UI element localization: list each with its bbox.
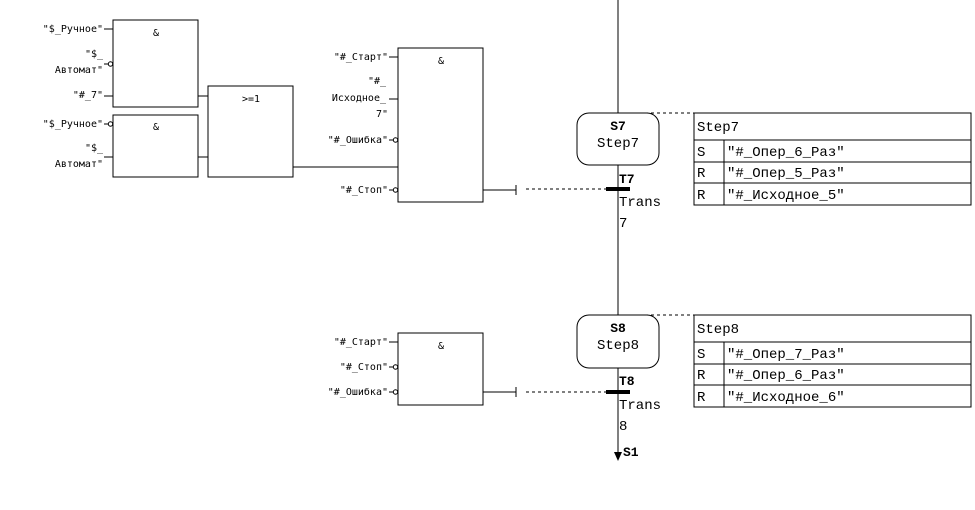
transition-t8-bar <box>606 390 630 394</box>
action-block-step7[interactable]: Step7 S "#_Опер_6_Раз" R "#_Опер_5_Раз" … <box>693 112 972 206</box>
action-step7-header: Step7 <box>697 120 739 136</box>
and1-negation-2 <box>107 61 114 67</box>
and3-input-iskhodnoe-l3: 7" <box>376 109 388 120</box>
and-block-2[interactable]: & <box>112 114 199 178</box>
action-step8-header: Step8 <box>697 322 739 338</box>
and-block-2-symbol: & <box>153 122 159 133</box>
action-step8-row2-qualifier: R <box>697 368 706 384</box>
action-step8-row1-qualifier: S <box>697 347 705 363</box>
and-block-3-symbol: & <box>438 56 444 67</box>
transition-t8[interactable]: T8 Trans 8 <box>606 374 661 435</box>
and4-negation-2 <box>392 364 399 370</box>
transition-t8-name-l1: Trans <box>619 398 661 414</box>
transition-t7-name-l1: Trans <box>619 195 661 211</box>
and3-input-oshibka: "#_Ошибка" <box>328 134 388 146</box>
action-step7-row1-operand: "#_Опер_6_Раз" <box>727 145 845 161</box>
action-step7-row3-qualifier: R <box>697 188 706 204</box>
transition-t7[interactable]: T7 Trans 7 <box>606 172 661 232</box>
and1-input-ruchnoe: "$_Ручное" <box>43 24 103 35</box>
transition-t7-name-l2: 7 <box>619 216 627 232</box>
and3-input-stop: "#_Стоп" <box>340 185 388 196</box>
and2-input-ruchnoe: "$_Ручное" <box>43 119 103 130</box>
transition-t7-bar <box>606 187 630 191</box>
step-s7-id: S7 <box>610 119 626 134</box>
jump-arrow-icon <box>614 452 622 461</box>
and-block-4-symbol: & <box>438 341 444 352</box>
and4-input-oshibka: "#_Ошибка" <box>328 386 388 398</box>
and4-input-start: "#_Старт" <box>334 337 388 348</box>
and-block-1[interactable]: & <box>112 19 199 108</box>
action-step7-row3-operand: "#_Исходное_5" <box>727 188 845 204</box>
and3-negation-3 <box>392 137 399 143</box>
action-step8-row2-operand: "#_Опер_6_Раз" <box>727 368 845 384</box>
action-step7-row2-qualifier: R <box>697 166 706 182</box>
step-s8[interactable]: S8 Step8 <box>576 314 660 369</box>
and-block-4[interactable]: & <box>397 332 484 406</box>
and1-input-avtomat-l2: Автомат" <box>55 65 103 76</box>
transition-t8-name-l2: 8 <box>619 419 627 435</box>
and1-input-avtomat-l1: "$_ <box>85 49 104 60</box>
and3-input-iskhodnoe-l2: Исходное_ <box>332 93 387 104</box>
and4-negation-3 <box>392 389 399 395</box>
step-s7[interactable]: S7 Step7 <box>576 112 660 166</box>
step-s8-id: S8 <box>610 321 626 336</box>
or-block[interactable]: >=1 <box>207 85 294 178</box>
and-block-3[interactable]: & <box>397 47 484 203</box>
and1-input-7: "#_7" <box>73 90 103 101</box>
transition-t7-id: T7 <box>619 172 635 187</box>
and-block-1-symbol: & <box>153 28 159 39</box>
and4-input-stop: "#_Стоп" <box>340 362 388 373</box>
action-step7-row1-qualifier: S <box>697 145 705 161</box>
and3-input-start: "#_Старт" <box>334 52 388 63</box>
jump-target-s1[interactable]: S1 <box>623 445 639 460</box>
and2-input-avtomat-l2: Автомат" <box>55 159 103 170</box>
action-step8-row3-operand: "#_Исходное_6" <box>727 390 845 406</box>
step-s8-name: Step8 <box>597 338 639 354</box>
and3-negation-4 <box>392 187 399 193</box>
and3-input-iskhodnoe-l1: "#_ <box>368 76 387 87</box>
action-block-step8[interactable]: Step8 S "#_Опер_7_Раз" R "#_Опер_6_Раз" … <box>693 314 972 408</box>
transition-t8-id: T8 <box>619 374 635 389</box>
action-step7-row2-operand: "#_Опер_5_Раз" <box>727 166 845 182</box>
and2-input-avtomat-l1: "$_ <box>85 143 104 154</box>
and2-negation-1 <box>107 121 114 127</box>
or-block-symbol: >=1 <box>242 94 260 105</box>
action-step8-row1-operand: "#_Опер_7_Раз" <box>727 347 845 363</box>
action-step8-row3-qualifier: R <box>697 390 706 406</box>
step-s7-name: Step7 <box>597 136 639 152</box>
